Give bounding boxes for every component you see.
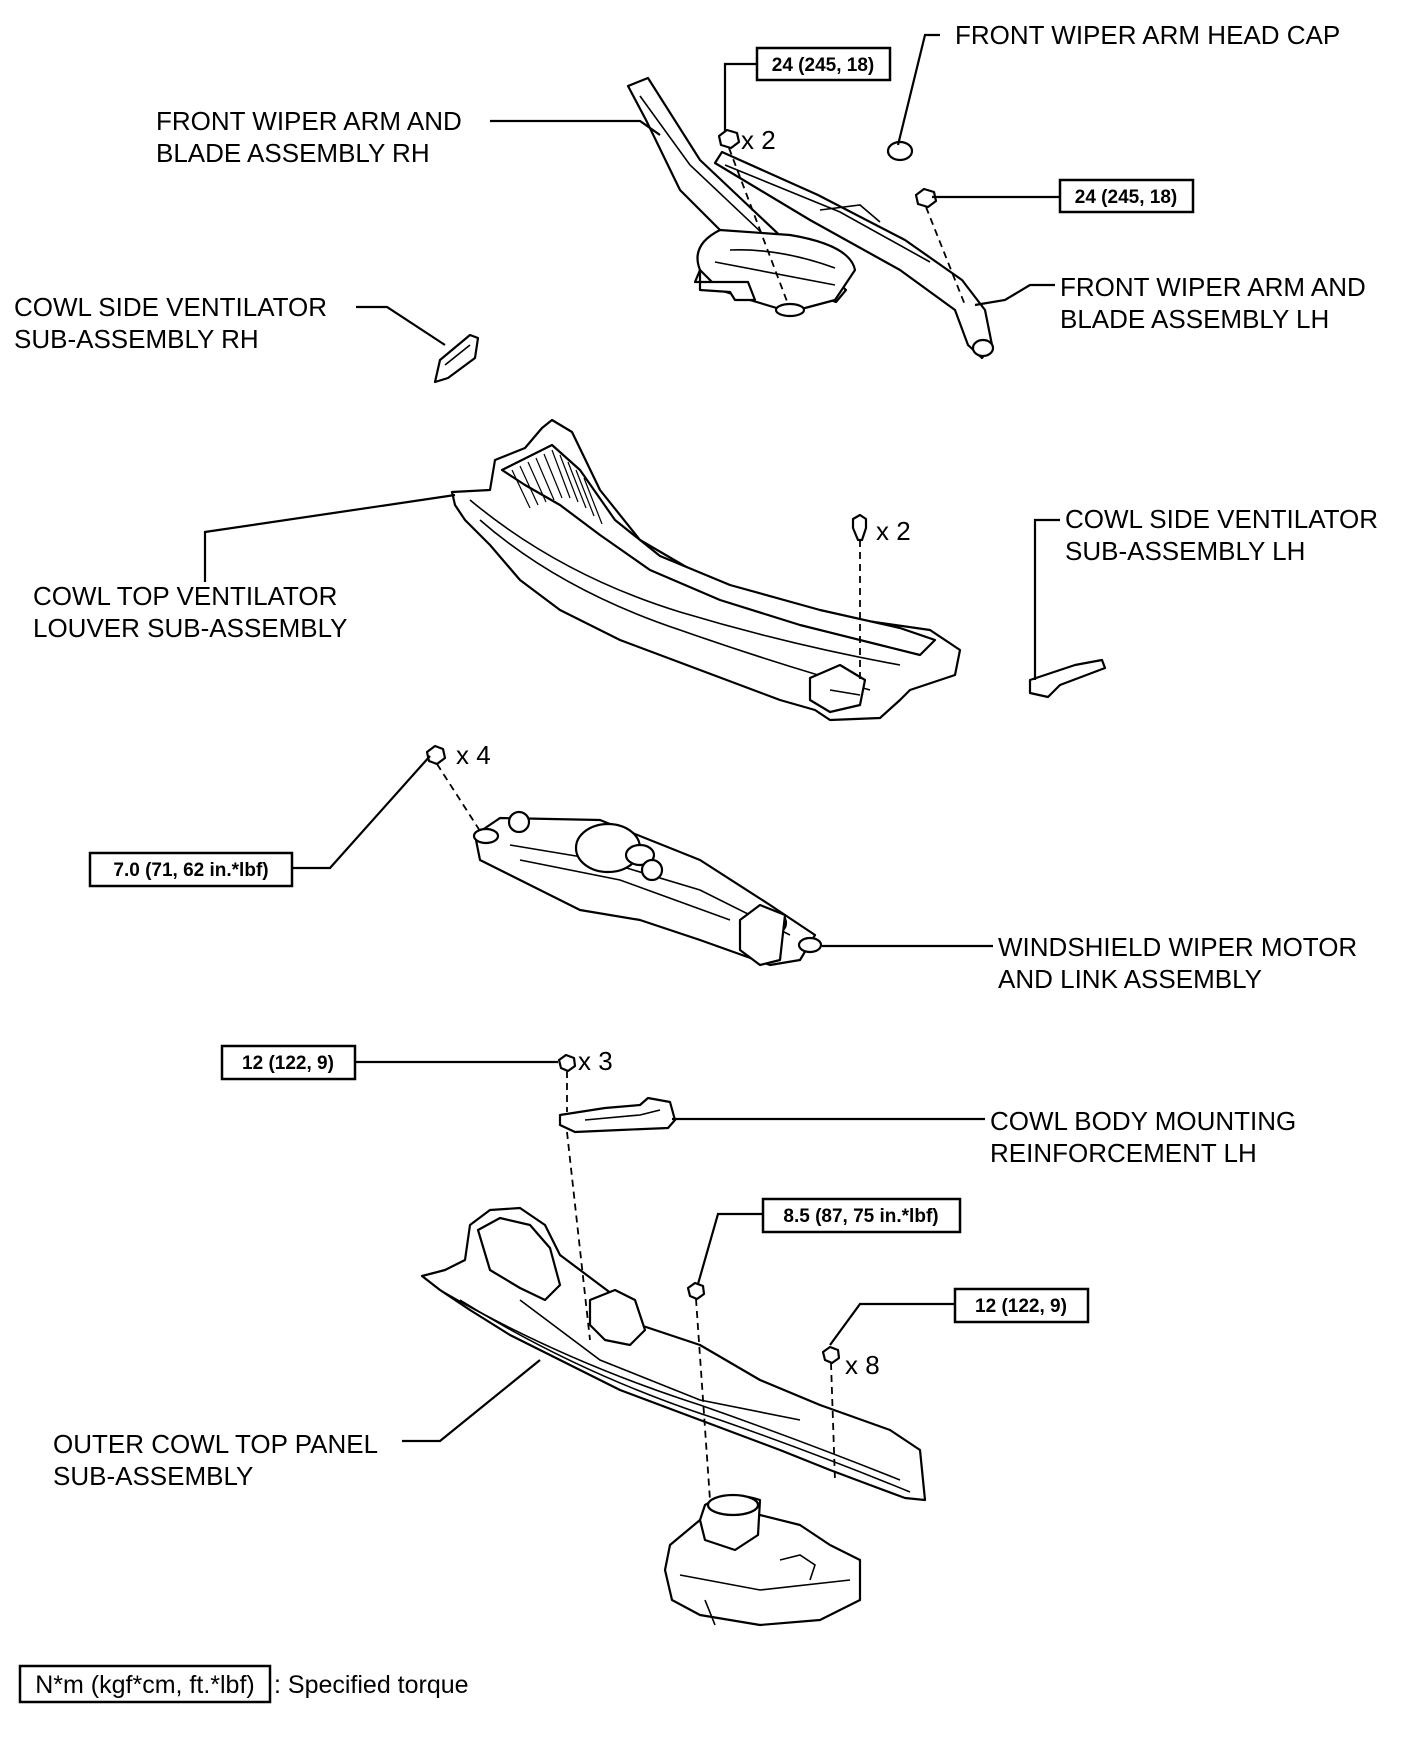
qty-5: x 8 bbox=[845, 1350, 880, 1380]
qty-4: x 3 bbox=[578, 1046, 613, 1076]
dash-panel-a bbox=[695, 1298, 711, 1501]
leader-vent-rh bbox=[356, 305, 446, 346]
leader-vent-lh bbox=[1033, 518, 1060, 680]
label-arm-rh-line1: FRONT WIPER ARM AND bbox=[156, 106, 462, 136]
leader-louver bbox=[203, 493, 456, 582]
legend: N*m (kgf*cm, ft.*lbf) : Specified torque bbox=[18, 1664, 469, 1704]
dash-nut-rh bbox=[728, 147, 789, 305]
bolt-reinf-drawing bbox=[557, 1053, 577, 1073]
torque-box-4 bbox=[220, 1044, 357, 1081]
torque-value-4: 12 (122, 9) bbox=[242, 1053, 334, 1074]
label-panel-line2: SUB-ASSEMBLY bbox=[53, 1461, 253, 1491]
legend-unit-text: N*m (kgf*cm, ft.*lbf) bbox=[35, 1671, 254, 1699]
torque-value-3: 7.0 (71, 62 in.*lbf) bbox=[113, 860, 268, 881]
vent-lh-drawing bbox=[1028, 658, 1107, 699]
louver-drawing bbox=[450, 418, 962, 722]
leader-torque-3 bbox=[292, 755, 431, 870]
head-cap-drawing bbox=[886, 140, 914, 162]
torque-value-2: 24 (245, 18) bbox=[1075, 187, 1177, 208]
dash-reinf-to-panel bbox=[566, 1131, 591, 1341]
wiper-motor-drawing bbox=[472, 810, 823, 967]
vent-rh-drawing bbox=[433, 333, 480, 384]
wiper-arm-lh-drawing bbox=[713, 150, 995, 360]
label-vent-lh-line2: SUB-ASSEMBLY LH bbox=[1065, 536, 1305, 566]
torque-box-5 bbox=[761, 1197, 962, 1234]
torque-box-3 bbox=[88, 851, 294, 888]
qty-1: x 2 bbox=[741, 125, 776, 155]
dash-panel-b bbox=[830, 1362, 836, 1481]
torque-value-5: 8.5 (87, 75 in.*lbf) bbox=[783, 1206, 938, 1227]
outer-panel-drawing bbox=[420, 1206, 927, 1502]
label-head-cap: FRONT WIPER ARM HEAD CAP bbox=[955, 20, 1340, 50]
torque-box-6 bbox=[953, 1287, 1090, 1324]
label-arm-lh-line2: BLADE ASSEMBLY LH bbox=[1060, 304, 1329, 334]
label-louver-line2: LOUVER SUB-ASSEMBLY bbox=[33, 613, 348, 643]
label-panel-line1: OUTER COWL TOP PANEL bbox=[53, 1429, 378, 1459]
label-reinforcement-line1: COWL BODY MOUNTING bbox=[990, 1106, 1296, 1136]
label-vent-rh-line2: SUB-ASSEMBLY RH bbox=[14, 324, 259, 354]
leader-torque-5 bbox=[696, 1212, 763, 1285]
dash-motor bbox=[436, 763, 483, 835]
reinforcement-drawing bbox=[558, 1096, 677, 1134]
body-reservoir-drawing bbox=[663, 1493, 862, 1627]
torque-box-1 bbox=[755, 46, 892, 82]
leader-arm-rh bbox=[490, 119, 661, 136]
label-motor-line1: WINDSHIELD WIPER MOTOR bbox=[998, 932, 1357, 962]
label-louver-line1: COWL TOP VENTILATOR bbox=[33, 581, 337, 611]
nut-lh-drawing bbox=[914, 187, 938, 209]
leader-head-cap bbox=[896, 33, 940, 146]
label-motor-line2: AND LINK ASSEMBLY bbox=[998, 964, 1262, 994]
leader-torque-1 bbox=[723, 62, 757, 132]
label-arm-rh-line2: BLADE ASSEMBLY RH bbox=[156, 138, 430, 168]
bolt-panel-a-drawing bbox=[686, 1281, 706, 1301]
label-vent-rh-line1: COWL SIDE VENTILATOR bbox=[14, 292, 327, 322]
torque-value-6: 12 (122, 9) bbox=[975, 1296, 1067, 1317]
qty-3: x 4 bbox=[456, 740, 491, 770]
leader-torque-6 bbox=[829, 1302, 955, 1346]
label-reinforcement-line2: REINFORCEMENT LH bbox=[990, 1138, 1257, 1168]
clip-drawing bbox=[851, 513, 868, 542]
nut-rh-drawing bbox=[717, 128, 741, 150]
leader-arm-lh bbox=[974, 283, 1055, 307]
label-vent-lh-line1: COWL SIDE VENTILATOR bbox=[1065, 504, 1378, 534]
legend-description: : Specified torque bbox=[274, 1671, 469, 1699]
legend-unit-box bbox=[18, 1664, 272, 1704]
bolt-motor-drawing bbox=[425, 744, 447, 766]
label-arm-lh-line1: FRONT WIPER ARM AND bbox=[1060, 272, 1366, 302]
leader-panel bbox=[402, 1359, 541, 1443]
torque-value-1: 24 (245, 18) bbox=[772, 55, 874, 76]
bolt-panel-b-drawing bbox=[821, 1345, 841, 1365]
qty-2: x 2 bbox=[876, 516, 911, 546]
wiper-arm-rh-drawing bbox=[626, 76, 857, 318]
dash-nut-lh bbox=[925, 206, 966, 306]
